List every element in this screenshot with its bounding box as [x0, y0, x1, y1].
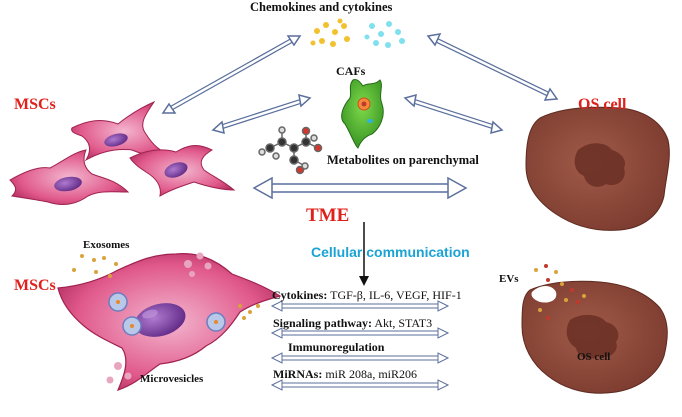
double-arrow-os-cafs: [403, 93, 504, 135]
msc-cell-bottom: [57, 253, 282, 391]
evs-label: EVs: [499, 273, 519, 285]
msc-cell-top-2: [9, 149, 130, 205]
comm-row-key: MiRNAs:: [273, 367, 323, 381]
comm-row-key: Cytokines:: [272, 288, 328, 302]
comm-row-immunoregulation: Immunoregulation: [288, 340, 384, 355]
mscs-label-top: MSCs: [14, 96, 56, 113]
microvesicles-label: Microvesicles: [140, 373, 204, 385]
mscs-label-bottom: MSCs: [14, 277, 56, 294]
arrow-down-communication: [359, 222, 369, 286]
chemokines-label: Chemokines and cytokines: [250, 0, 393, 14]
double-arrow-os-chemokines: [426, 33, 559, 101]
microvesicle-dots: [106, 252, 212, 384]
ev-dots: [534, 264, 586, 320]
caf-cell: [341, 79, 384, 149]
comm-row-signaling: Signaling pathway: Akt, STAT3: [273, 316, 432, 331]
cafs-label: CAFs: [336, 64, 366, 78]
double-arrow-msc-cafs: [211, 93, 312, 135]
comm-row-cytokines: Cytokines: TGF-β, IL-6, VEGF, HIF-1: [272, 288, 462, 303]
chemokine-dots-cyan: [364, 21, 405, 48]
double-arrow-msc-chemokines: [161, 35, 302, 114]
metabolite-molecule-icon: [258, 126, 323, 175]
double-arrow-horizontal-main: [252, 176, 468, 200]
comm-row-key: Immunoregulation: [288, 340, 385, 354]
comm-row-value: Akt, STAT3: [374, 316, 433, 330]
cellular-communication-label: Cellular communication: [311, 244, 470, 260]
os-cell-bottom: [521, 280, 668, 394]
comm-arrows: [270, 300, 450, 391]
tme-label: TME: [306, 205, 350, 226]
exosomes-label: Exosomes: [83, 239, 130, 251]
comm-row-key: Signaling pathway:: [273, 316, 373, 330]
chemokine-dots-yellow: [310, 18, 350, 47]
exosome-dots: [72, 254, 260, 320]
os-cell-label-bottom: OS cell: [577, 351, 611, 363]
comm-row-value: TGF-β, IL-6, VEGF, HIF-1: [330, 288, 462, 302]
metabolites-label: Metabolites on parenchymal: [327, 153, 479, 167]
comm-row-mirnas: MiRNAs: miR 208a, miR206: [273, 367, 417, 382]
os-cell-label-top: OS cell: [578, 96, 627, 113]
msc-cell-top-3: [129, 145, 236, 198]
comm-row-value: miR 208a, miR206: [325, 367, 417, 381]
os-cell-top: [525, 106, 670, 231]
